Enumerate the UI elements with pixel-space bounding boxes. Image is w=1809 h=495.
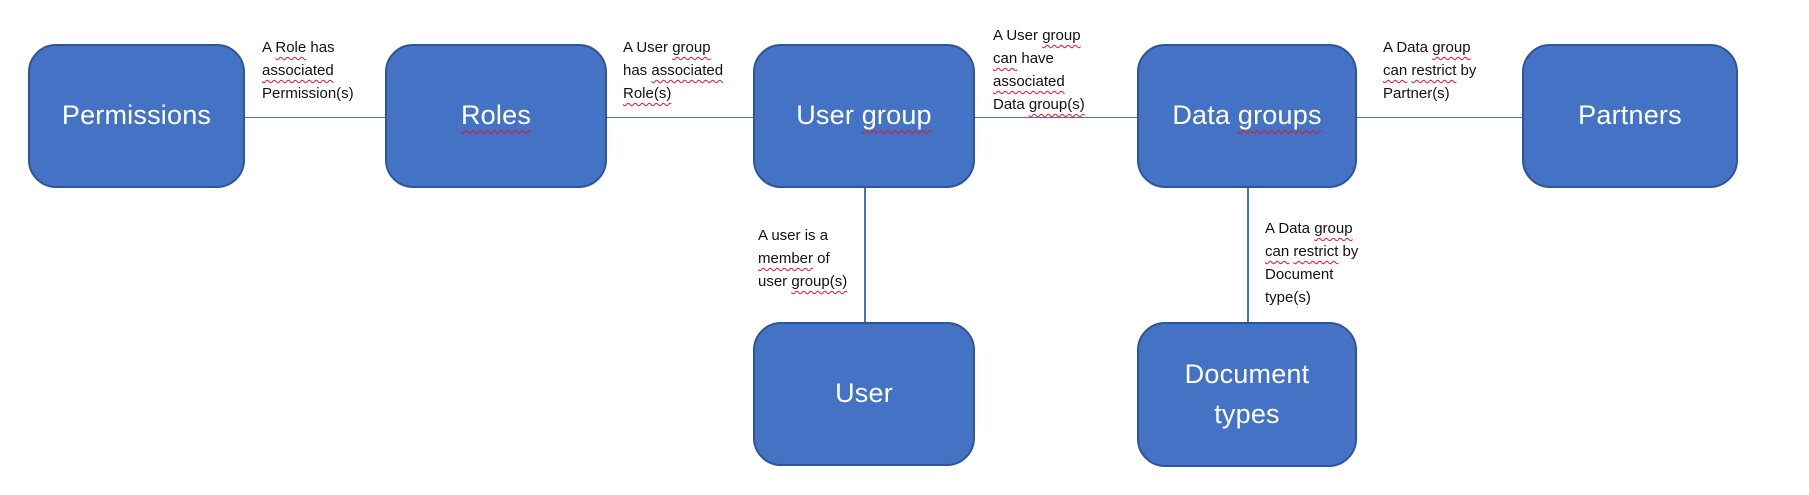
edge-label-data-group-restrict-partners[interactable]: A Data group can restrict by Partner(s) (1383, 36, 1476, 105)
spellcheck-squiggle-text: group(s) (791, 273, 848, 290)
spellcheck-squiggle-text: Role (275, 39, 307, 56)
text-segment: User (835, 378, 893, 409)
edge-label-user-group-has-data-groups[interactable]: A User group can have associated Data gr… (993, 24, 1085, 116)
spellcheck-squiggle-text: group (672, 39, 711, 56)
spellcheck-squiggle-text: Role(s) (623, 85, 672, 102)
edge-label-line: Document (1265, 263, 1358, 286)
node-label-line: Partners (1578, 96, 1682, 135)
spellcheck-squiggle-text: can (993, 50, 1018, 67)
spellcheck-squiggle-text: Roles (460, 100, 532, 131)
node-label-line: Document (1185, 355, 1310, 394)
edge-label-line: Data group(s) (993, 93, 1085, 116)
edge-label-line: Permission(s) (262, 82, 354, 105)
text-segment: types (1214, 398, 1280, 429)
edge-label-line: can have (993, 47, 1085, 70)
spellcheck-squiggle-text: member (758, 250, 814, 267)
edge-label-line: A Data group (1265, 217, 1358, 240)
text-segment: Data (1172, 100, 1238, 131)
node-partners-label: Partners (1578, 96, 1682, 135)
spellcheck-squiggle-text: group (1042, 27, 1081, 44)
node-user[interactable]: User (753, 322, 975, 466)
node-label-line: Roles (461, 96, 531, 135)
node-label-line: User (835, 374, 893, 413)
connector-user-group-user (864, 188, 866, 322)
text-segment: A Data (1265, 220, 1315, 237)
edge-label-line: A Data group (1383, 36, 1476, 59)
connector-data-groups-partners (1357, 116, 1522, 118)
edge-label-line: associated (993, 70, 1085, 93)
connector-permissions-roles (245, 116, 385, 118)
node-roles-label: Roles (461, 96, 531, 135)
text-segment: by (1456, 62, 1477, 79)
edge-label-line: can restrict by (1265, 240, 1358, 263)
connector-roles-user-group (607, 116, 753, 118)
edge-label-line: A User group (993, 24, 1085, 47)
connector-user-group-data-groups (975, 116, 1137, 118)
text-segment: have (1017, 50, 1054, 67)
text-segment: by (1338, 243, 1359, 260)
text-segment: user (758, 273, 792, 290)
spellcheck-squiggle-text: group (1314, 220, 1353, 237)
node-permissions[interactable]: Permissions (28, 44, 245, 188)
text-segment: A User (623, 39, 673, 56)
spellcheck-squiggle-text: associated (651, 62, 724, 79)
text-segment: A User (993, 27, 1043, 44)
spellcheck-squiggle-text: restrict (1293, 243, 1339, 260)
text-segment: User (796, 100, 862, 131)
text-segment: Partner(s) (1383, 85, 1450, 102)
edge-label-line: Role(s) (623, 82, 723, 105)
node-roles[interactable]: Roles (385, 44, 607, 188)
text-segment: A user is a (758, 227, 829, 244)
edge-label-line: associated (262, 59, 354, 82)
edge-label-line: A user is a (758, 224, 847, 247)
text-segment: Partners (1578, 100, 1682, 131)
node-label-line: User group (796, 96, 932, 135)
text-segment: Data (993, 96, 1029, 113)
edge-label-line: has associated (623, 59, 723, 82)
edge-label-line: member of (758, 247, 847, 270)
text-segment: Permissions (61, 100, 212, 131)
spellcheck-squiggle-text: groups (1237, 100, 1322, 131)
connector-data-groups-document-types (1247, 188, 1249, 322)
spellcheck-squiggle-text: group (861, 100, 932, 131)
node-document-types-label: Document types (1185, 355, 1310, 433)
text-segment: Document (1265, 266, 1334, 283)
spellcheck-squiggle-text: can (1383, 62, 1408, 79)
node-document-types[interactable]: Document types (1137, 322, 1357, 467)
spellcheck-squiggle-text: restrict (1411, 62, 1457, 79)
text-segment: of (813, 250, 830, 267)
node-data-groups-label: Data groups (1172, 96, 1321, 135)
node-user-label: User (835, 374, 893, 413)
text-segment: has (623, 62, 652, 79)
spellcheck-squiggle-text: group (1432, 39, 1471, 56)
text-segment: Document (1184, 359, 1310, 390)
text-segment: Permission(s) (262, 85, 354, 102)
edge-label-role-has-permissions[interactable]: A Role has associated Permission(s) (262, 36, 354, 105)
text-segment: has (306, 39, 335, 56)
edge-label-line: user group(s) (758, 270, 847, 293)
edge-label-line: Partner(s) (1383, 82, 1476, 105)
spellcheck-squiggle-text: group(s) (1028, 96, 1085, 113)
node-label-line: types (1185, 395, 1310, 434)
text-segment: A Data (1383, 39, 1433, 56)
edge-label-user-member-of-user-groups[interactable]: A user is a member of user group(s) (758, 224, 847, 293)
edge-label-line: can restrict by (1383, 59, 1476, 82)
text-segment: A (262, 39, 276, 56)
edge-label-line: A User group (623, 36, 723, 59)
node-user-group-label: User group (796, 96, 932, 135)
node-user-group[interactable]: User group (753, 44, 975, 188)
text-segment: type(s) (1265, 289, 1311, 306)
node-label-line: Data groups (1172, 96, 1321, 135)
node-label-line: Permissions (62, 96, 211, 135)
spellcheck-squiggle-text: can (1265, 243, 1290, 260)
node-permissions-label: Permissions (62, 96, 211, 135)
node-partners[interactable]: Partners (1522, 44, 1738, 188)
edge-label-user-group-has-roles[interactable]: A User group has associated Role(s) (623, 36, 723, 105)
edge-label-line: type(s) (1265, 286, 1358, 309)
node-data-groups[interactable]: Data groups (1137, 44, 1357, 188)
spellcheck-squiggle-text: associated (262, 62, 334, 79)
edge-label-data-group-restrict-document-types[interactable]: A Data group can restrict by Document ty… (1265, 217, 1358, 309)
spellcheck-squiggle-text: associated (993, 73, 1065, 90)
edge-label-line: A Role has (262, 36, 354, 59)
